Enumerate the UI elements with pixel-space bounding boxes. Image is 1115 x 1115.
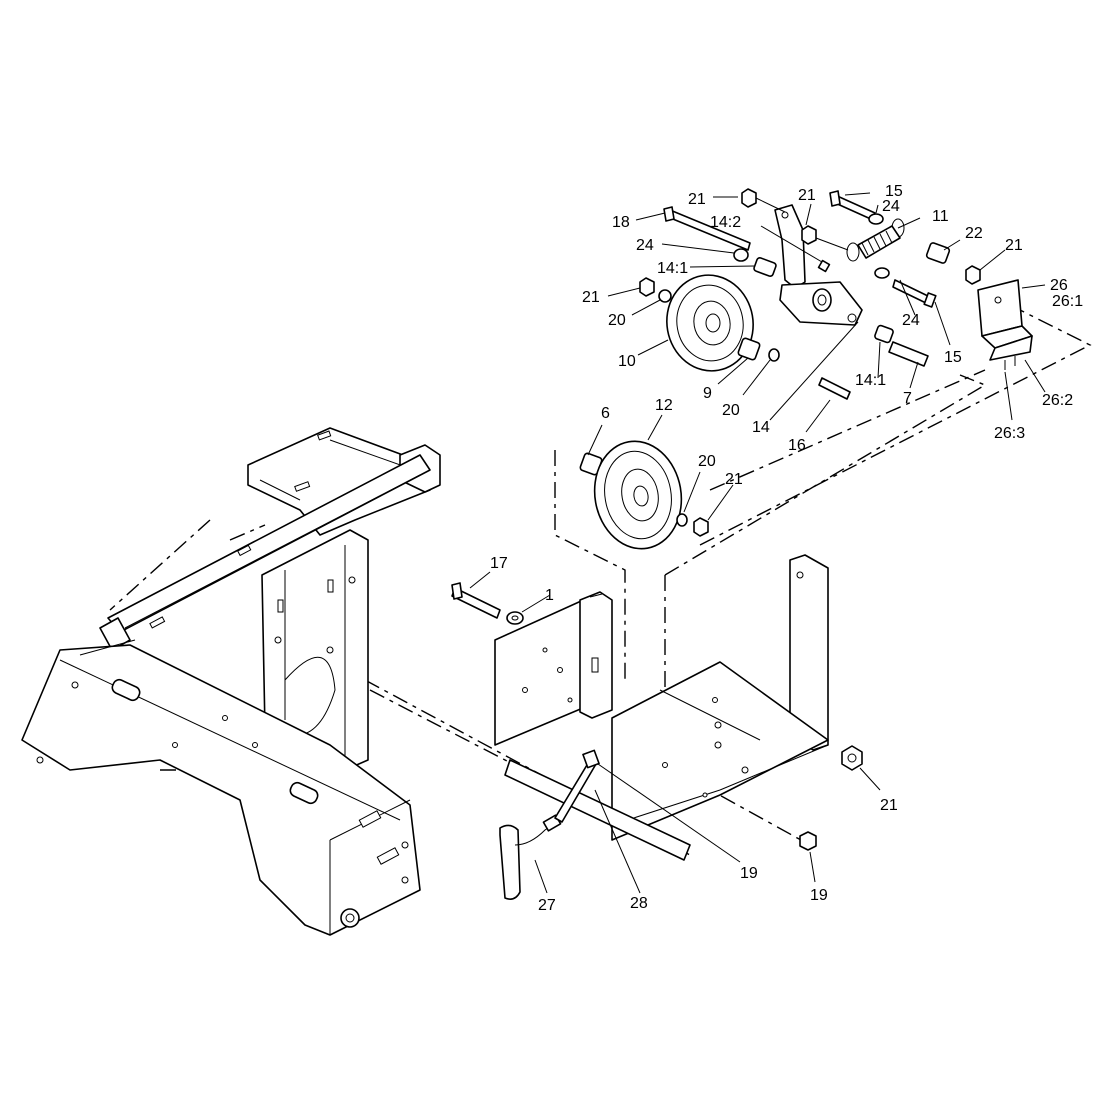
callout-labels: 21 21 15 24 11 18 14:2 22 21 24 14:1 26 … xyxy=(490,183,1083,914)
callout-20: 20 xyxy=(698,453,716,470)
callout-21: 21 xyxy=(880,797,898,814)
callout-21: 21 xyxy=(725,471,743,488)
callout-1: 1 xyxy=(545,587,554,604)
mount-plate xyxy=(494,591,613,746)
idler-pulley-lower xyxy=(579,440,709,550)
callout-15: 15 xyxy=(885,183,903,200)
callout-21: 21 xyxy=(582,289,600,306)
main-frame xyxy=(21,427,441,936)
callout-14: 14 xyxy=(752,419,770,436)
callout-14-2: 14:2 xyxy=(710,214,741,231)
callout-18: 18 xyxy=(612,214,630,231)
callout-7: 7 xyxy=(903,390,912,407)
idler-arm xyxy=(663,188,863,326)
callout-17: 17 xyxy=(490,555,508,572)
lower-parts xyxy=(451,582,863,900)
callout-10: 10 xyxy=(618,353,636,370)
leader-lines xyxy=(469,192,1046,894)
callout-21: 21 xyxy=(798,187,816,204)
callout-26: 26 xyxy=(1050,277,1068,294)
callout-15: 15 xyxy=(944,349,962,366)
tension-spring xyxy=(846,218,905,262)
spring-assembly xyxy=(818,190,1033,400)
callout-20: 20 xyxy=(722,402,740,419)
callout-20: 20 xyxy=(608,312,626,329)
callout-6: 6 xyxy=(601,405,610,422)
callout-19: 19 xyxy=(810,887,828,904)
switch-bracket xyxy=(977,279,1033,370)
callout-11: 11 xyxy=(932,208,949,225)
callout-26-3: 26:3 xyxy=(994,425,1025,442)
callout-21: 21 xyxy=(688,191,706,208)
callout-19: 19 xyxy=(740,865,758,882)
callout-26-2: 26:2 xyxy=(1042,392,1073,409)
callout-24: 24 xyxy=(636,237,654,254)
callout-27: 27 xyxy=(538,897,556,914)
callout-12: 12 xyxy=(655,397,673,414)
callout-24: 24 xyxy=(882,198,900,215)
callout-14-1: 14:1 xyxy=(657,260,688,277)
callout-16: 16 xyxy=(788,437,806,454)
callout-9: 9 xyxy=(703,385,712,402)
callout-26-1: 26:1 xyxy=(1052,293,1083,310)
callout-28: 28 xyxy=(630,895,648,912)
callout-24: 24 xyxy=(902,312,920,329)
bracket xyxy=(611,554,829,841)
callout-22: 22 xyxy=(965,225,983,242)
callout-21: 21 xyxy=(1005,237,1023,254)
callout-14-1: 14:1 xyxy=(855,372,886,389)
idler-pulley-upper xyxy=(639,274,780,372)
